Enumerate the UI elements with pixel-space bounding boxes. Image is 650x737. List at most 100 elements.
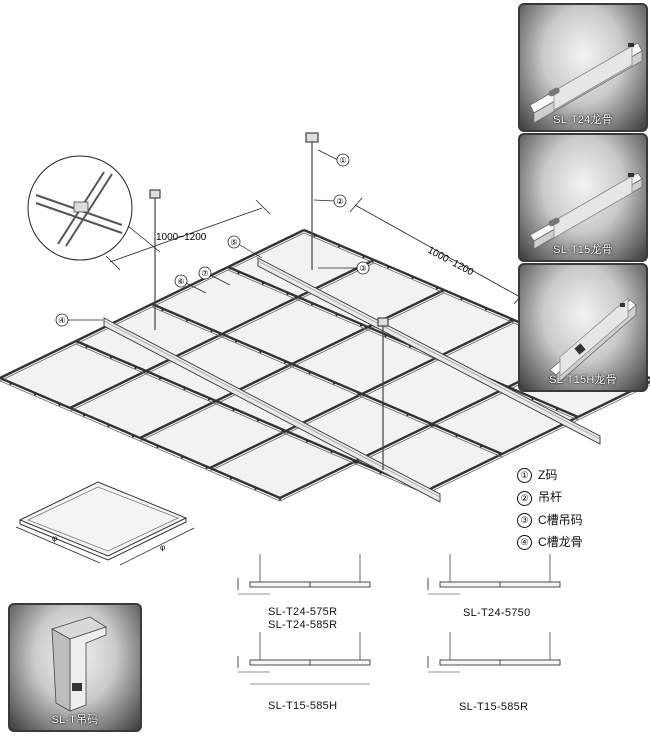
rail-rivet: [34, 393, 36, 396]
rail-rivet: [338, 245, 340, 248]
photo-sl-t15: SL-T15龙骨: [518, 133, 648, 262]
hanger-rods: [149, 132, 389, 470]
c-channel-carrier-1-groove: [103, 320, 441, 498]
callout-7: ⑦: [201, 269, 208, 278]
rail-rivet: [230, 477, 232, 480]
rail-rivet: [262, 282, 264, 285]
rail-rivet: [110, 356, 112, 359]
rail-rivet: [355, 461, 357, 464]
rail-rivet: [237, 272, 240, 274]
rail-rivet: [284, 361, 286, 364]
rail-rivet: [259, 351, 262, 353]
rail-rivet: [362, 256, 365, 258]
dimension-span-b: 1000~1200: [426, 245, 476, 279]
photo-sl-t24: SL-T24龙骨: [518, 3, 648, 132]
callout-1: ①: [339, 156, 346, 165]
rail-rivet: [181, 456, 183, 459]
legend-item-2: ② 吊杆: [517, 490, 583, 506]
callout-6: ⑥: [177, 277, 184, 286]
t-bar-rail-edge: [151, 306, 503, 458]
legend-num-4: ④: [517, 535, 532, 551]
photo-caption-t-clip: SL-T吊码: [51, 714, 99, 726]
legend: ① Z码 ② 吊杆 ③ C槽吊码 ④ C槽龙骨: [517, 468, 583, 551]
rail-rivet: [308, 372, 311, 374]
callout-3: ③: [359, 264, 366, 273]
rail-rivet: [333, 382, 335, 385]
rail-rivet: [384, 335, 387, 337]
rail-rivet: [235, 340, 237, 343]
rail-rivet: [183, 388, 186, 390]
profile-section-drawings: [237, 554, 561, 685]
legend-item-1: ① Z码: [517, 468, 583, 484]
legend-label-1: Z码: [538, 468, 558, 482]
legend-label-4: C槽龙骨: [538, 534, 583, 549]
callout-2: ②: [336, 197, 343, 206]
callout-4: ④: [58, 316, 65, 325]
model-label-t24-585r: SL-T24-585R: [268, 619, 338, 631]
rail-rivet: [134, 367, 137, 369]
legend-num-2: ②: [517, 490, 532, 506]
legend-label-2: 吊杆: [538, 490, 563, 505]
model-label-t24-575r: SL-T24-575R: [268, 606, 338, 618]
photo-sl-t-clip: SL-T吊码: [8, 603, 142, 732]
legend-label-3: C槽吊码: [538, 512, 583, 527]
rail-rivet: [286, 293, 289, 295]
rail-rivet: [357, 393, 360, 395]
rail-rivet: [186, 319, 188, 322]
rail-rivet: [431, 424, 433, 427]
t-bar-rail-edge: [425, 384, 650, 495]
rail-rivet: [509, 319, 512, 321]
rail-rivet: [107, 425, 110, 427]
rail-rivet: [279, 498, 281, 501]
t-bar-rail: [227, 265, 579, 419]
rail-rivet: [210, 330, 213, 332]
ceiling-panel-grid: [0, 228, 650, 503]
rail-rivet: [58, 404, 61, 406]
legend-num-3: ③: [517, 512, 532, 528]
model-label-t15-585r: SL-T15-585R: [459, 701, 529, 713]
rail-rivet: [480, 445, 482, 448]
svg-text:φ: φ: [52, 534, 57, 543]
c-channel-carrier-1: [103, 317, 441, 503]
rail-rivet: [156, 446, 159, 448]
rail-rivet: [159, 377, 161, 380]
rail-rivet: [208, 398, 210, 401]
rail-rivet: [387, 266, 389, 269]
photo-caption-t15: SL-T15龙骨: [553, 244, 613, 256]
model-label-t24-5750: SL-T24-5750: [463, 607, 531, 619]
t-bar-rail: [425, 380, 650, 493]
rail-rivet: [161, 309, 164, 311]
rail-rivet: [232, 409, 235, 411]
svg-text:φ: φ: [160, 543, 165, 552]
rail-rivet: [330, 451, 333, 453]
rail-rivet: [360, 324, 362, 327]
rail-rivet: [281, 430, 284, 432]
rail-rivet: [335, 314, 338, 316]
rail-rivet: [531, 398, 534, 400]
rail-rivet: [406, 414, 409, 416]
joint-detail-circle: [27, 155, 161, 261]
photo-sl-t15h: SL-T15H龙骨: [518, 263, 648, 392]
t-bar-rail: [0, 376, 281, 500]
rail-rivet: [254, 488, 257, 490]
model-label-t15-585h: SL-T15-585H: [268, 700, 338, 712]
callout-leaders: [68, 149, 357, 321]
rail-rivet: [311, 303, 313, 306]
t-bar-rail-edge: [75, 343, 427, 495]
rail-rivet: [9, 383, 12, 385]
rail-rivet: [257, 419, 259, 422]
t-bar-rail: [151, 302, 503, 456]
rail-rivet: [460, 298, 463, 300]
rail-rivet: [132, 435, 134, 438]
rail-rivet: [313, 235, 316, 237]
photo-caption-t15h: SL-T15H龙骨: [549, 374, 617, 386]
single-ceiling-tile: φ φ: [15, 481, 195, 566]
rail-rivet: [379, 472, 382, 474]
rail-rivet: [85, 346, 88, 348]
rail-rivet: [556, 408, 558, 411]
photo-caption-t24: SL-T24龙骨: [553, 114, 613, 126]
rail-rivet: [436, 287, 438, 290]
legend-num-1: ①: [517, 468, 532, 484]
rail-rivet: [83, 414, 85, 417]
